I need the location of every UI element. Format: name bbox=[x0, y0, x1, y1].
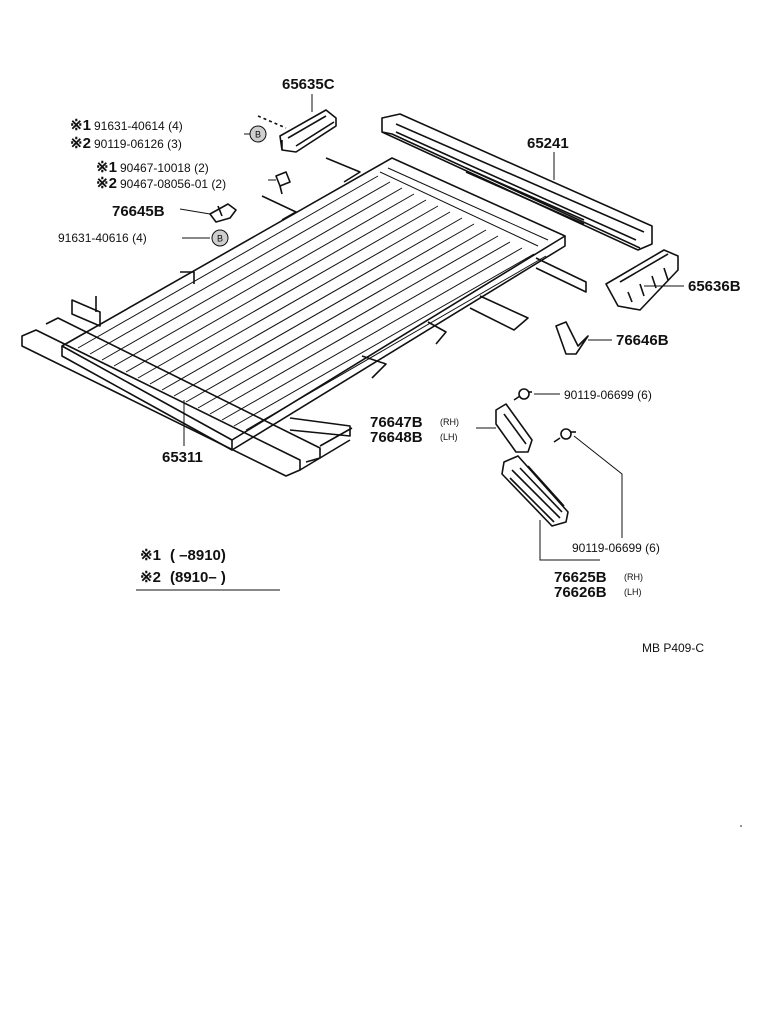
bed-floor-panel bbox=[61, 157, 566, 451]
note-marker-1: ※1 bbox=[96, 159, 117, 176]
bolt-90119-upper bbox=[513, 388, 532, 401]
label-76625B: 76625B bbox=[554, 569, 607, 586]
reference-code: MB P409-C bbox=[642, 641, 704, 655]
bracket-76647B bbox=[495, 403, 533, 453]
label-fastener-90119-06699-upper: 90119-06699 (6) bbox=[564, 388, 652, 402]
leader-lines bbox=[179, 94, 684, 561]
legend-marker-1: ※1 bbox=[140, 547, 161, 564]
label-65311: 65311 bbox=[162, 449, 203, 466]
label-76626B-side: (LH) bbox=[624, 587, 642, 597]
label-76648B: 76648B bbox=[370, 429, 423, 446]
bolt-90467 bbox=[275, 171, 291, 195]
label-65241: 65241 bbox=[527, 135, 569, 152]
label-65636B: 65636B bbox=[688, 278, 741, 295]
b-marker-2: B bbox=[211, 229, 229, 247]
bracket-65635C bbox=[257, 109, 337, 153]
legend-marker-2: ※2 bbox=[140, 569, 161, 586]
speck bbox=[740, 825, 742, 827]
b-marker-letter: B bbox=[217, 234, 223, 244]
label-fastener-90119-06699-lower: 90119-06699 (6) bbox=[572, 541, 660, 555]
grille-76625B bbox=[501, 455, 569, 527]
front-panel-rail bbox=[381, 113, 653, 251]
note-marker-2: ※2 bbox=[96, 175, 117, 192]
label-fastener-91631-40614: 91631-40614 (4) bbox=[94, 119, 183, 133]
label-fastener-90467-10018: 90467-10018 (2) bbox=[120, 161, 209, 175]
label-76647B-side: (RH) bbox=[440, 417, 459, 427]
label-76648B-side: (LH) bbox=[440, 432, 458, 442]
label-fastener-90467-08056-01: 90467-08056-01 (2) bbox=[120, 177, 226, 191]
clip-76645B bbox=[209, 203, 237, 223]
bracket-76646B bbox=[555, 321, 589, 355]
note-marker-2: ※2 bbox=[70, 135, 91, 152]
corner-bracket-65636B bbox=[605, 249, 679, 311]
label-fastener-90119-06126: 90119-06126 (3) bbox=[94, 137, 182, 151]
legend: ※1 ( –8910) ※2 (8910– ) bbox=[136, 547, 280, 591]
note-marker-1: ※1 bbox=[70, 117, 91, 134]
label-76645B: 76645B bbox=[112, 203, 165, 220]
legend-range-1: ( –8910) bbox=[170, 547, 226, 564]
frame-cross-members bbox=[21, 157, 587, 477]
label-76647B: 76647B bbox=[370, 414, 423, 431]
label-76625B-side: (RH) bbox=[624, 572, 643, 582]
legend-range-2: (8910– ) bbox=[170, 569, 226, 586]
bolt-90119-lower bbox=[553, 428, 576, 443]
b-marker-1: B bbox=[249, 125, 267, 143]
label-76646B: 76646B bbox=[616, 332, 669, 349]
label-fastener-91631-40616: 91631-40616 (4) bbox=[58, 231, 147, 245]
label-65635C: 65635C bbox=[282, 76, 335, 93]
b-marker-letter: B bbox=[255, 130, 261, 140]
label-76626B: 76626B bbox=[554, 584, 607, 601]
